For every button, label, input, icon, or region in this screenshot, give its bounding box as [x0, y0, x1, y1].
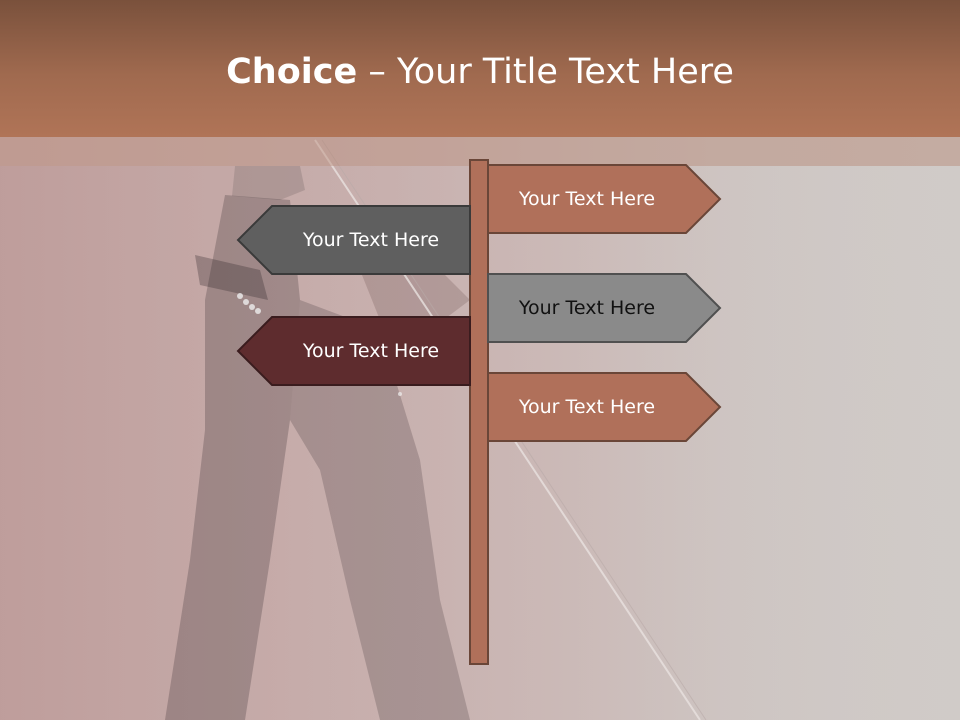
- slide-title: Choice – Your Title Text Here: [0, 52, 960, 92]
- sign-1-label[interactable]: Your Text Here: [518, 188, 656, 210]
- sign-1-arrow-right: [487, 164, 722, 234]
- sign-5-arrow-right: [487, 372, 722, 442]
- sign-2-label[interactable]: Your Text Here: [302, 229, 440, 251]
- sign-3-label[interactable]: Your Text Here: [518, 297, 656, 319]
- sign-4-label[interactable]: Your Text Here: [302, 340, 440, 362]
- sign-2-arrow-left: [236, 205, 471, 275]
- sign-4-arrow-left: [236, 316, 471, 386]
- title-text: Your Title Text Here: [397, 52, 734, 92]
- title-separator: –: [357, 52, 397, 92]
- title-bold: Choice: [226, 52, 358, 92]
- sign-5-label[interactable]: Your Text Here: [518, 396, 656, 418]
- signpost-pole: [469, 159, 489, 665]
- title-band: [0, 0, 960, 137]
- sign-3-arrow-right: [487, 273, 722, 343]
